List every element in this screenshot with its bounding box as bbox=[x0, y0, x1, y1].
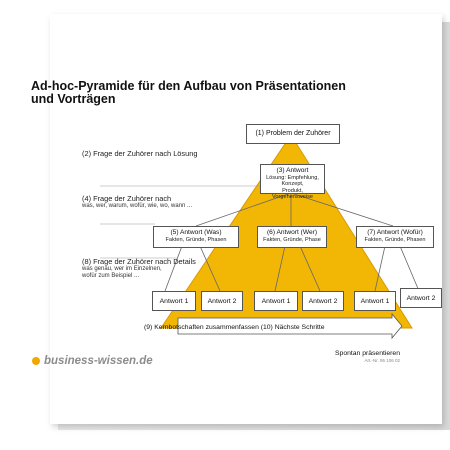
summary-arrow-text: (9) Kernbotschaften zusammenfassen (10) … bbox=[144, 324, 325, 331]
answer-box: Antwort 2 bbox=[302, 291, 344, 311]
brand-logo: business-wissen.de bbox=[32, 355, 153, 367]
box-answer-what: (5) Antwort (Was) Fakten, Gründe, Phasen bbox=[153, 226, 239, 248]
answer-box: Antwort 2 bbox=[400, 288, 442, 308]
answer-box: Antwort 2 bbox=[201, 291, 243, 311]
box-answer-who-head: (6) Antwort (Wer) bbox=[266, 229, 318, 236]
answer-box: Antwort 1 bbox=[354, 291, 396, 311]
box-answer-solution-sub2: Produkt, Vorgehensweise bbox=[271, 187, 314, 201]
guide-lines bbox=[100, 185, 263, 259]
box-answer-what-sub: Fakten, Gründe, Phasen bbox=[165, 236, 227, 243]
box-answer-whatfor-head: (7) Antwort (Wofür) bbox=[367, 229, 423, 236]
logo-dot-icon bbox=[32, 357, 40, 365]
footer-article-code: Art.-Nr. 95 106 02 bbox=[364, 358, 400, 363]
box-answer-who-sub: Fakten, Gründe, Phase bbox=[263, 236, 321, 243]
label-question-what: (4) Frage der Zuhörer nach was, wer, war… bbox=[82, 195, 192, 210]
box-answer-solution-sub1: Lösung: Empfehlung, Konzept, bbox=[266, 174, 319, 188]
answer-box: Antwort 1 bbox=[254, 291, 298, 311]
box-answer-what-head: (5) Antwort (Was) bbox=[170, 229, 222, 236]
brand-logo-text: business-wissen.de bbox=[44, 355, 153, 367]
page-title: Ad-hoc-Pyramide für den Aufbau von Präse… bbox=[31, 79, 346, 106]
box-answer-whatfor: (7) Antwort (Wofür) Fakten, Gründe, Phas… bbox=[356, 226, 434, 248]
label-question-details-head: (8) Frage der Zuhörer nach Details bbox=[82, 257, 196, 266]
footer-product-name: Spontan präsentieren bbox=[335, 350, 400, 357]
label-question-details: (8) Frage der Zuhörer nach Details was g… bbox=[82, 258, 196, 280]
label-question-solution: (2) Frage der Zuhörer nach Lösung bbox=[82, 149, 198, 158]
box-answer-whatfor-sub: Fakten, Gründe, Phasen bbox=[364, 236, 426, 243]
summary-arrow bbox=[177, 312, 403, 340]
label-question-what-head: (4) Frage der Zuhörer nach bbox=[82, 194, 172, 203]
box-answer-solution: (3) Antwort Lösung: Empfehlung, Konzept,… bbox=[260, 164, 325, 200]
label-question-details-sub2: wofür zum Beispiel ... bbox=[82, 273, 140, 279]
answer-box: Antwort 1 bbox=[152, 291, 196, 311]
box-answer-solution-head: (3) Antwort bbox=[276, 167, 309, 174]
label-question-what-sub: was, wer, warum, wofür, wie, wo, wann ..… bbox=[82, 203, 193, 209]
box-problem: (1) Problem der Zuhörer bbox=[246, 124, 340, 144]
box-answer-who: (6) Antwort (Wer) Fakten, Gründe, Phase bbox=[257, 226, 327, 248]
connector-lines bbox=[164, 192, 420, 292]
label-question-details-sub1: was genau, wer im Einzelnen, bbox=[82, 266, 162, 272]
